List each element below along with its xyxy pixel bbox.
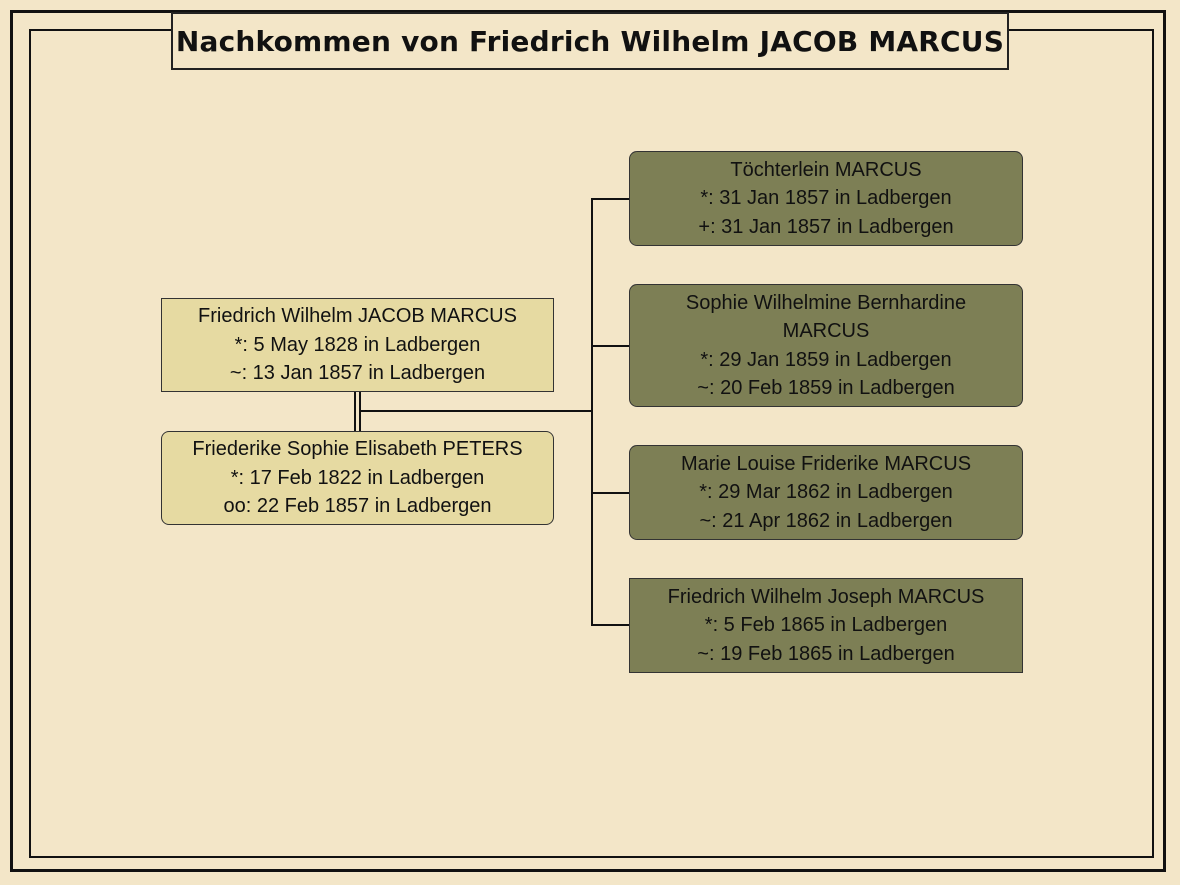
person-birth: *: 29 Jan 1859 in Ladbergen (700, 348, 952, 371)
person-birth: *: 5 Feb 1865 in Ladbergen (704, 614, 948, 637)
person-baptism: ~: 21 Apr 1862 in Ladbergen (699, 509, 953, 532)
person-child-1[interactable]: Töchterlein MARCUS *: 31 Jan 1857 in Lad… (629, 151, 1023, 246)
person-name: Friederike Sophie Elisabeth PETERS (192, 438, 523, 461)
children-trunk-line (591, 198, 593, 626)
child-branch-3 (591, 492, 630, 494)
person-child-4[interactable]: Friedrich Wilhelm Joseph MARCUS *: 5 Feb… (629, 578, 1023, 673)
person-birth: *: 31 Jan 1857 in Ladbergen (700, 187, 952, 210)
person-name: Marie Louise Friderike MARCUS (680, 452, 972, 475)
person-child-3[interactable]: Marie Louise Friderike MARCUS *: 29 Mar … (629, 445, 1023, 540)
person-birth: *: 29 Mar 1862 in Ladbergen (699, 481, 953, 504)
person-baptism: ~: 19 Feb 1865 in Ladbergen (697, 642, 955, 665)
child-branch-2 (591, 345, 630, 347)
person-name: Friedrich Wilhelm Joseph MARCUS (667, 585, 985, 608)
person-name: Töchterlein MARCUS (730, 158, 922, 181)
family-connector-horizontal (360, 410, 593, 412)
person-birth: *: 17 Feb 1822 in Ladbergen (230, 466, 485, 489)
person-birth: *: 5 May 1828 in Ladbergen (234, 333, 481, 356)
person-name: Friedrich Wilhelm JACOB MARCUS (198, 305, 517, 328)
child-branch-4 (591, 624, 630, 626)
person-name: Sophie Wilhelmine Bernhardine (685, 291, 967, 314)
marriage-line-left (354, 391, 356, 432)
person-baptism: ~: 20 Feb 1859 in Ladbergen (697, 377, 955, 399)
person-father[interactable]: Friedrich Wilhelm JACOB MARCUS *: 5 May … (161, 298, 554, 392)
outer-frame (10, 10, 1166, 872)
chart-title: Nachkommen von Friedrich Wilhelm JACOB M… (171, 12, 1009, 70)
person-baptism: ~: 13 Jan 1857 in Ladbergen (229, 362, 486, 385)
person-mother[interactable]: Friederike Sophie Elisabeth PETERS *: 17… (161, 431, 554, 525)
person-child-2[interactable]: Sophie Wilhelmine Bernhardine MARCUS *: … (629, 284, 1023, 407)
child-branch-1 (591, 198, 630, 200)
person-death: +: 31 Jan 1857 in Ladbergen (698, 215, 954, 238)
person-name-continued: MARCUS (782, 320, 870, 342)
person-marriage: oo: 22 Feb 1857 in Ladbergen (223, 495, 492, 518)
